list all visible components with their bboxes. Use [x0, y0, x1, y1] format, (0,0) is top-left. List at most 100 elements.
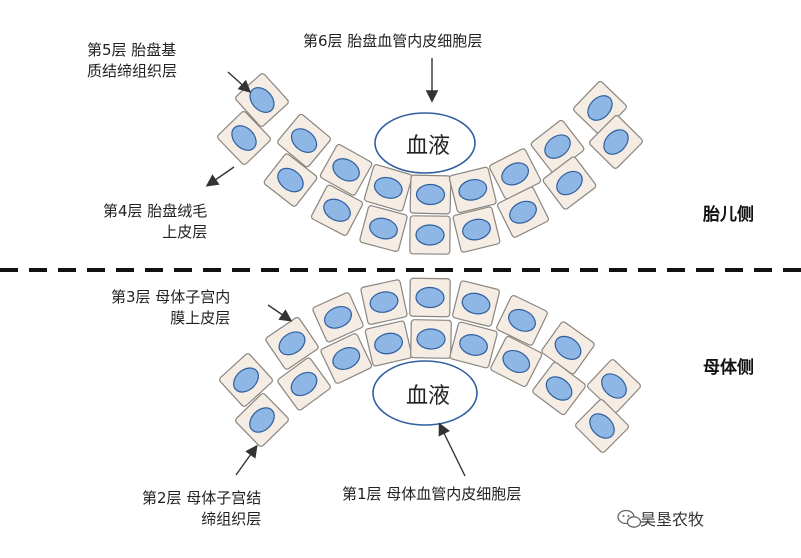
cell-nucleus — [373, 176, 403, 199]
label-layer4: 第4层 胎盘绒毛 上皮层 — [103, 201, 207, 243]
fetal-trophoblast-cell — [452, 206, 501, 253]
cell-nucleus — [601, 373, 627, 399]
cell-nucleus — [458, 178, 488, 201]
maternal-epithelial-cell — [219, 353, 273, 407]
label-layer1: 第1层 母体血管内皮细胞层 — [342, 484, 521, 505]
label-layer5-line2: 质结缔组织层 — [87, 62, 178, 80]
cell-nucleus — [415, 183, 446, 206]
maternal-epithelial-cell — [312, 292, 364, 343]
fetal-blood-vessel — [374, 112, 476, 174]
fetal-trophoblast-cell — [217, 111, 271, 165]
fetal-endothelial-cell — [363, 164, 413, 212]
cell-nucleus — [461, 292, 491, 315]
label-layer6: 第6层 胎盘血管内皮细胞层 — [303, 31, 482, 52]
cell-nucleus — [290, 371, 318, 397]
arrow-layer1 — [438, 422, 466, 477]
maternal-blood-vessel — [372, 360, 478, 426]
cell-nucleus — [603, 129, 629, 155]
fetal-endothelial-cell — [409, 174, 452, 215]
cell-nucleus — [290, 128, 318, 153]
maternal-connective-cell — [575, 399, 629, 453]
cell-nucleus — [369, 291, 399, 313]
fetal-endothelial-cell — [448, 166, 497, 214]
cell-nucleus — [502, 349, 531, 374]
cell-nucleus — [589, 413, 615, 439]
cell-nucleus — [544, 134, 571, 159]
cell-nucleus — [556, 170, 583, 196]
label-layer5: 第5层 胎盘基 质结缔组织层 — [87, 40, 177, 82]
cell-nucleus — [415, 286, 445, 309]
cell-nucleus — [545, 376, 573, 401]
maternal-cell-band — [219, 277, 641, 453]
maternal-epithelial-cell — [360, 279, 408, 325]
cell-nucleus — [554, 335, 582, 360]
maternal-connective-cell — [320, 333, 373, 384]
label-layer4-line1: 第4层 胎盘绒毛 — [103, 202, 208, 220]
cell-nucleus — [278, 331, 306, 356]
cell-nucleus — [416, 328, 446, 350]
fetal-endothelial-cell — [277, 113, 331, 168]
cell-nucleus — [587, 95, 613, 121]
watermark-text: 昊垦农牧 — [640, 510, 705, 529]
label-layer2-line1: 第2层 母体子宫结 — [142, 489, 262, 507]
cell-nucleus — [332, 158, 360, 182]
maternal-connective-cell — [364, 320, 413, 367]
cell-nucleus — [249, 87, 275, 113]
cell-nucleus — [323, 198, 351, 222]
cell-nucleus — [509, 200, 537, 224]
fetal-trophoblast-cell — [542, 156, 597, 210]
cell-nucleus — [459, 334, 488, 356]
maternal-connective-cell — [532, 361, 586, 416]
label-layer4-line2: 上皮层 — [162, 223, 208, 241]
cell-nucleus — [332, 347, 361, 370]
maternal-epithelial-cell — [587, 359, 641, 413]
maternal-connective-cell — [410, 319, 452, 359]
fetal-trophoblast-cell — [497, 186, 549, 238]
cell-nucleus — [462, 218, 491, 241]
maternal-connective-cell — [490, 335, 543, 388]
arrow-layer2 — [235, 444, 258, 476]
fetal-trophoblast-cell — [409, 215, 451, 255]
fetal-side-label: 胎儿侧 — [703, 205, 754, 225]
cell-nucleus — [323, 306, 353, 329]
cell-nucleus — [233, 367, 259, 393]
arrow-layer4 — [205, 166, 235, 187]
label-layer2-line2: 缔组织层 — [201, 510, 262, 528]
label-layer6-line1: 第6层 胎盘血管内皮细胞层 — [303, 32, 483, 50]
label-layer3-line2: 膜上皮层 — [170, 309, 231, 327]
maternal-epithelial-cell — [452, 280, 500, 327]
maternal-connective-cell — [277, 357, 331, 411]
label-layer3: 第3层 母体子宫内 膜上皮层 — [111, 287, 230, 329]
maternal-epithelial-cell — [541, 321, 595, 375]
label-layer3-line1: 第3层 母体子宫内 — [111, 288, 231, 306]
cell-nucleus — [231, 125, 257, 151]
maternal-epithelial-cell — [496, 294, 548, 346]
cell-nucleus — [374, 332, 403, 355]
fetal-cell-band — [217, 73, 643, 255]
maternal-epithelial-cell — [265, 316, 319, 370]
cell-nucleus — [277, 167, 304, 193]
fetal-endothelial-cell — [319, 144, 373, 196]
fetal-trophoblast-cell — [263, 153, 318, 207]
fetal-trophoblast-cell — [359, 205, 408, 252]
cell-nucleus — [501, 162, 529, 186]
fetal-trophoblast-cell — [310, 184, 364, 236]
arrow-layer3 — [267, 304, 293, 322]
fetal-trophoblast-cell — [589, 115, 643, 169]
cell-nucleus — [369, 217, 398, 240]
maternal-blood-label: 血液 — [405, 384, 451, 409]
label-layer1-line1: 第1层 母体血管内皮细胞层 — [342, 485, 522, 503]
fetal-blood-label: 血液 — [405, 134, 451, 159]
maternal-connective-cell — [235, 393, 289, 447]
label-layer5-line1: 第5层 胎盘基 — [87, 41, 177, 59]
cell-nucleus — [508, 308, 536, 332]
arrow-layer5 — [227, 71, 252, 93]
cell-nucleus — [249, 407, 275, 433]
wechat-icon — [617, 509, 642, 528]
maternal-epithelial-cell — [409, 277, 451, 318]
maternal-connective-cell — [449, 321, 498, 369]
maternal-side-label: 母体侧 — [703, 358, 754, 378]
label-layer2: 第2层 母体子宫结 缔组织层 — [142, 488, 261, 530]
